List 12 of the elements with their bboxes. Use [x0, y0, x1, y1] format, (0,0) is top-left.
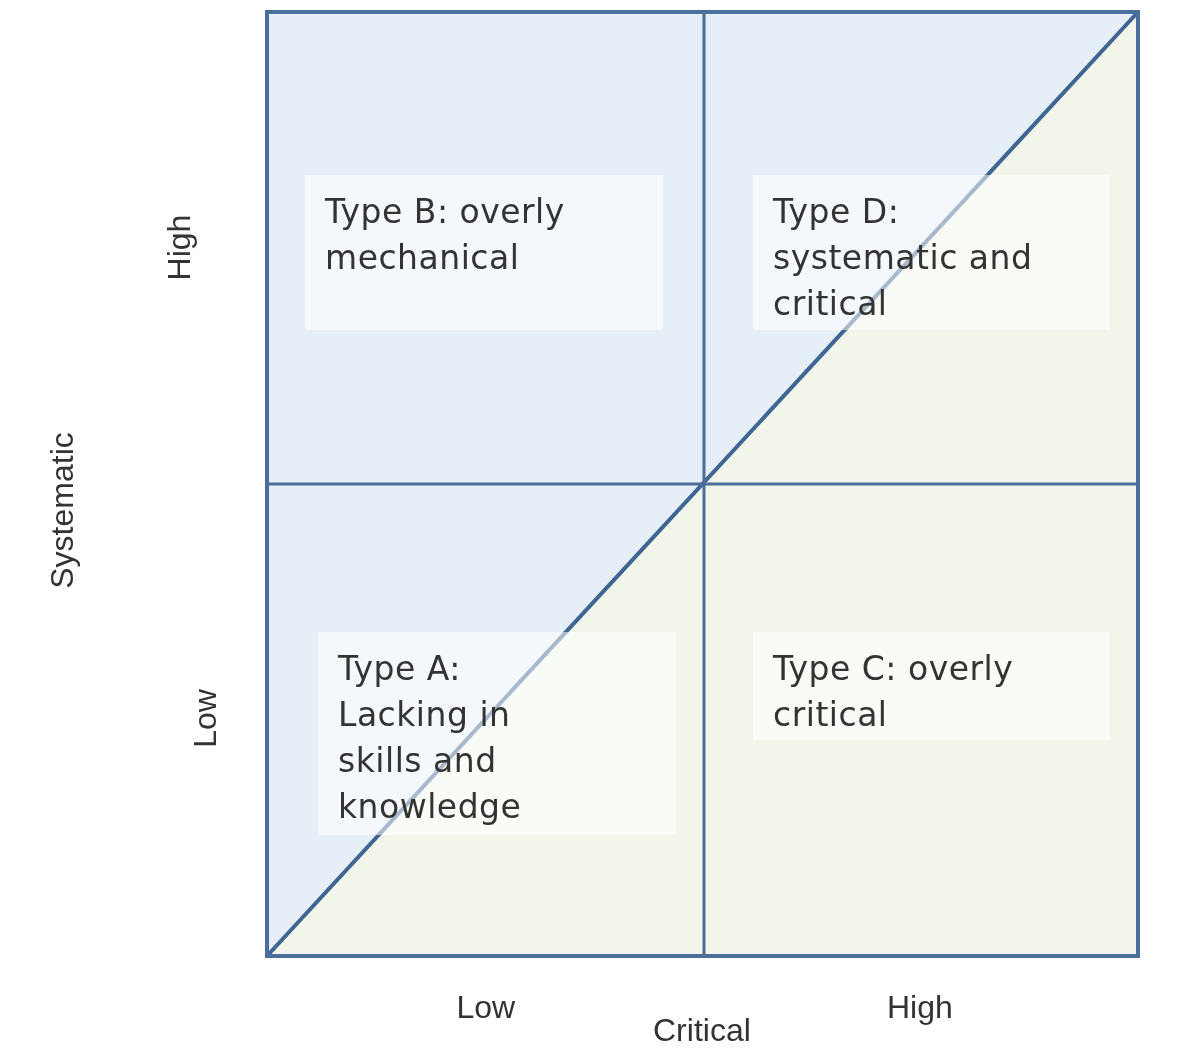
axis-tick-label: High [161, 214, 199, 280]
text-panel [318, 632, 676, 835]
quadrant-text: Type D: systematic and critical [773, 191, 1033, 325]
axis-tick-label: High [887, 988, 953, 1026]
axis-title: Systematic [43, 431, 81, 589]
quadrant-text: Type B: overly mechanical [325, 191, 566, 279]
text-panel [753, 175, 1110, 330]
quadrant-text: Type C: overly critical [773, 648, 1015, 736]
quadrant-text: Type A: Lacking in skills and knowledge [338, 648, 523, 828]
axis-tick-label: Low [456, 988, 516, 1026]
axis-tick-label: Low [186, 688, 224, 748]
axis-title: Critical [653, 1011, 751, 1049]
